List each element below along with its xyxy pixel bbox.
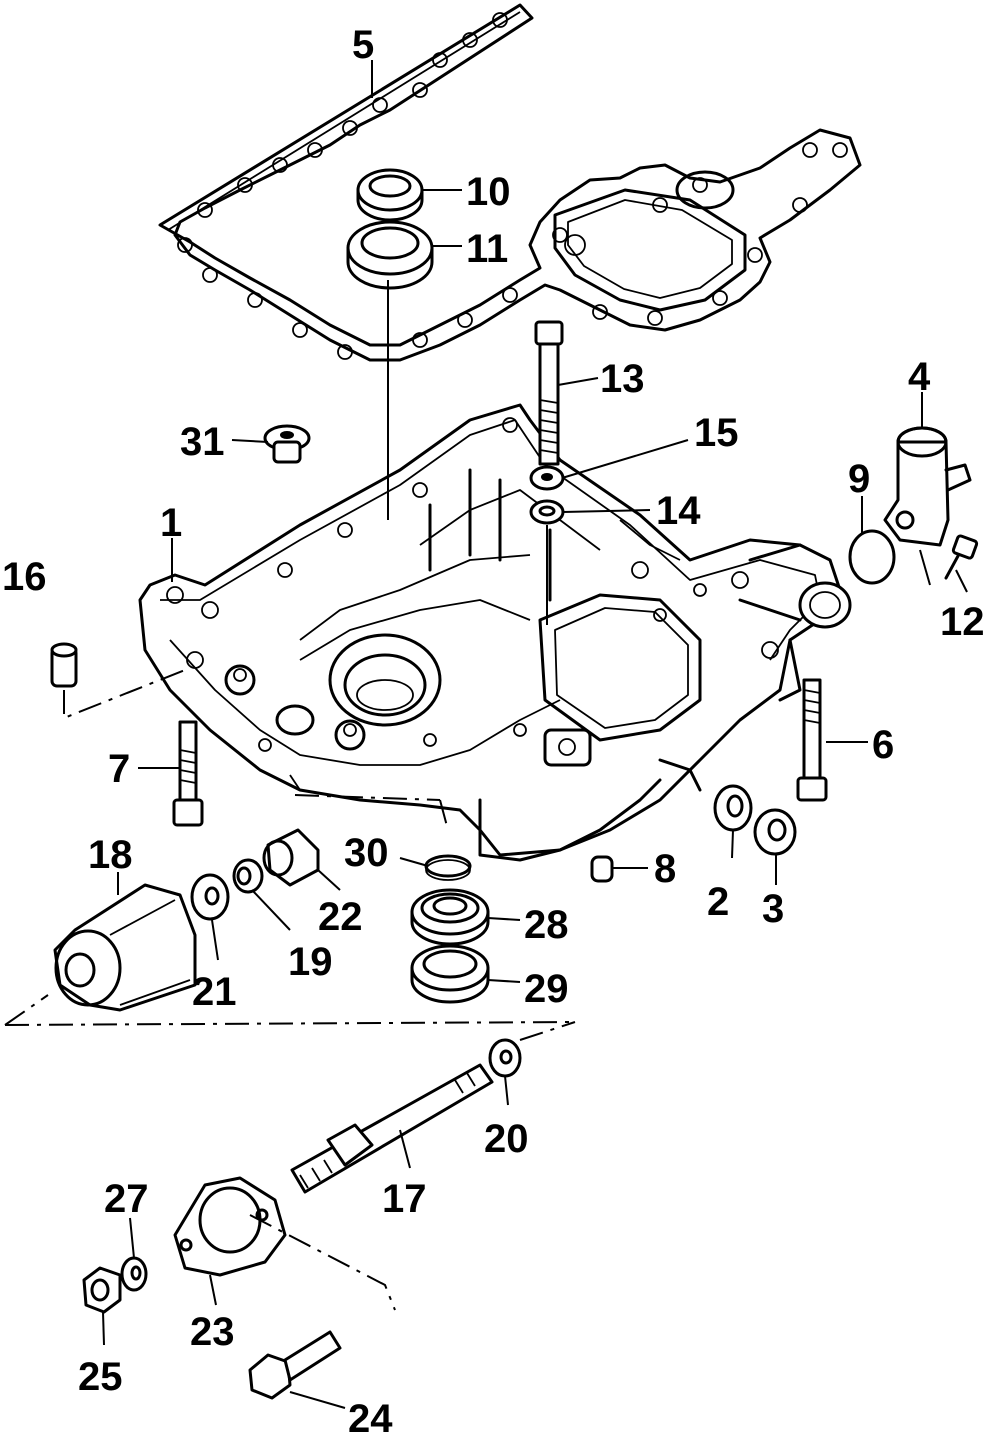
leader-lines (102, 60, 968, 1409)
nut-25-part (82, 1266, 122, 1314)
seal-29-part (410, 944, 490, 1004)
bearing-28-part (410, 888, 490, 946)
plug-31-part (263, 424, 311, 464)
callout-5: 5 (352, 23, 374, 67)
washer-14-part (529, 499, 565, 525)
callouts: 5 10 11 13 15 14 31 1 16 4 9 12 6 7 18 3… (2, 23, 985, 1435)
callout-19: 19 (288, 940, 333, 984)
washer-21-part (190, 873, 230, 921)
bolt-24-part (248, 1330, 342, 1400)
callout-8: 8 (654, 847, 676, 891)
bolt-12-part (944, 534, 979, 580)
callout-13: 13 (600, 357, 645, 401)
callout-6: 6 (872, 723, 894, 767)
plug-3-part (753, 808, 797, 856)
oil-seal-small (356, 168, 424, 222)
callout-9: 9 (848, 457, 870, 501)
callout-7: 7 (108, 747, 130, 791)
oil-pan-part (138, 403, 852, 862)
callout-21: 21 (192, 970, 237, 1014)
washer-15-part (529, 465, 565, 491)
callout-12: 12 (940, 600, 985, 644)
callout-1: 1 (160, 501, 182, 545)
gasket-2-part (713, 784, 753, 832)
callout-11: 11 (466, 227, 508, 271)
callout-27: 27 (104, 1177, 149, 1221)
washer-20-part (488, 1038, 522, 1078)
ring-30-part (424, 854, 472, 881)
callout-23: 23 (190, 1310, 235, 1354)
shaft-17-part (290, 1063, 494, 1194)
housing-23-part (173, 1176, 287, 1277)
callout-14: 14 (656, 489, 701, 533)
bolt-7-part (172, 720, 204, 827)
gasket-part (158, 3, 862, 362)
collar-22-part (262, 828, 320, 887)
nut-19-part (232, 858, 264, 894)
callout-29: 29 (524, 967, 569, 1011)
callout-30: 30 (344, 831, 389, 875)
water-elbow-part (883, 426, 972, 547)
callout-28: 28 (524, 903, 569, 947)
callout-16: 16 (2, 555, 47, 599)
bolt-6-part (796, 678, 828, 802)
callout-22: 22 (318, 895, 363, 939)
callout-31: 31 (180, 420, 225, 464)
callout-20: 20 (484, 1117, 529, 1161)
callout-25: 25 (78, 1355, 123, 1399)
oil-seal-large (346, 220, 434, 290)
callout-4: 4 (908, 355, 931, 399)
dowel-16-part (50, 642, 78, 688)
washer-27-part (120, 1256, 148, 1292)
oring-9-part (848, 529, 896, 585)
oil-filter-part (53, 883, 197, 1012)
callout-10: 10 (466, 170, 511, 214)
callout-15: 15 (694, 411, 739, 455)
callout-17: 17 (382, 1177, 427, 1221)
pin-8-part (590, 855, 614, 883)
callout-2: 2 (707, 880, 729, 924)
bolt-13-part (534, 320, 564, 466)
callout-24: 24 (348, 1397, 393, 1435)
callout-18: 18 (88, 833, 133, 877)
callout-3: 3 (762, 887, 784, 931)
